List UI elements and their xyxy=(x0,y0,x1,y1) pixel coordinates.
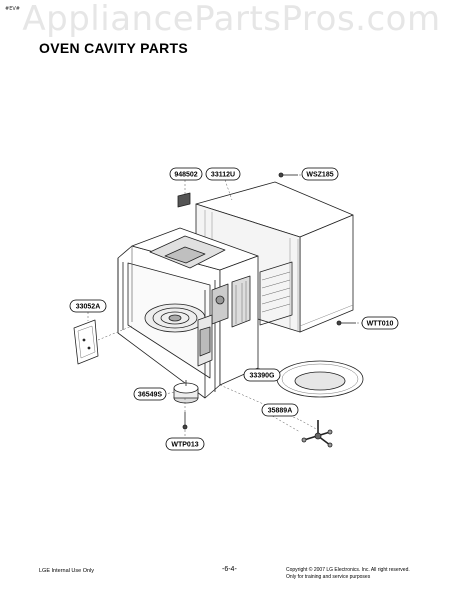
svg-text:33112U: 33112U xyxy=(211,172,235,179)
part-labels: 948502 33112U WSZ185 33052A WTT010 33390… xyxy=(69,167,399,451)
svg-text:WSZ185: WSZ185 xyxy=(306,172,333,179)
part-label-36549s: 36549S xyxy=(133,387,167,401)
copyright-line-2: Only for training and service purposes xyxy=(286,574,371,580)
cover-33052a xyxy=(73,319,99,365)
copyright-line-1: Copyright © 2007 LG Electronics. Inc. Al… xyxy=(286,567,410,573)
svg-text:35889A: 35889A xyxy=(268,408,293,415)
footer-internal-note: LGE Internal Use Only xyxy=(39,568,95,574)
part-label-wsz185: WSZ185 xyxy=(301,167,339,181)
svg-text:36549S: 36549S xyxy=(138,392,162,399)
part-948502-shape xyxy=(177,192,191,208)
screw-wsz185 xyxy=(278,172,298,178)
page-number: -6-4- xyxy=(222,566,237,573)
part-label-33390g: 33390G xyxy=(243,368,281,382)
svg-text:WTT010: WTT010 xyxy=(367,321,394,328)
svg-text:33052A: 33052A xyxy=(76,304,101,311)
part-label-wtt010: WTT010 xyxy=(361,316,399,330)
part-label-wtp013: WTP013 xyxy=(165,437,205,451)
glass-tray-33390g xyxy=(276,360,364,398)
watermark: AppliancePartsPros.com xyxy=(22,0,441,39)
screw-wtp013 xyxy=(182,412,188,430)
page-title: OVEN CAVITY PARTS xyxy=(39,40,189,56)
motor-36549s xyxy=(173,380,199,404)
roller-35889a xyxy=(301,420,333,448)
part-label-948502: 948502 xyxy=(169,167,203,181)
svg-text:948502: 948502 xyxy=(174,172,197,179)
footer-copyright: Copyright © 2007 LG Electronics. Inc. Al… xyxy=(286,567,456,581)
svg-text:WTP013: WTP013 xyxy=(171,442,198,449)
cavity-frame xyxy=(117,227,293,399)
screw-wtt010 xyxy=(336,320,356,326)
part-label-35889a: 35889A xyxy=(261,403,299,417)
svg-text:33390G: 33390G xyxy=(250,373,275,380)
part-label-33052a: 33052A xyxy=(69,299,107,313)
corner-code: #EV# xyxy=(5,6,20,12)
part-label-33112u: 33112U xyxy=(205,167,241,181)
